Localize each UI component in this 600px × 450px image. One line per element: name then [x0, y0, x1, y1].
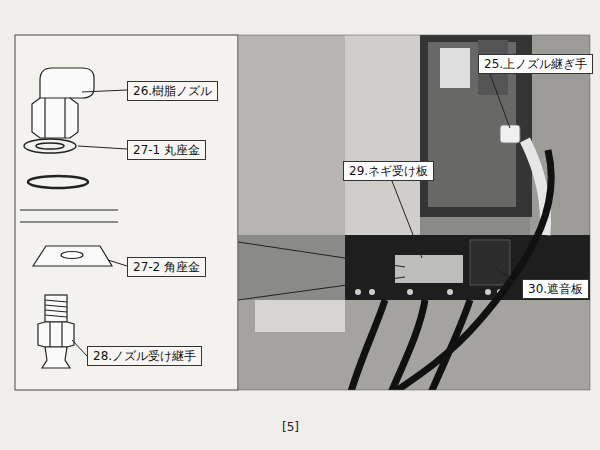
square-washer [33, 246, 112, 266]
leader-lines [72, 74, 522, 356]
photo-frame [238, 35, 590, 390]
frame-bar [345, 235, 590, 300]
callout-box: 27-2 角座金 [127, 257, 206, 277]
callout-box: 28.ノズル受け継手 [87, 346, 202, 366]
hose [390, 300, 425, 390]
callout-box: 29.ネギ受け板 [343, 161, 434, 181]
hose [430, 300, 470, 390]
part-label: 27-1 丸座金 [133, 143, 200, 157]
callout-box: 27-1 丸座金 [127, 140, 206, 160]
callout-box: 25.上ノズル継ぎ手 [478, 54, 593, 74]
hose [350, 300, 385, 390]
panel-sheet [20, 209, 118, 210]
panel-sheet [20, 221, 118, 222]
resin-nozzle [32, 68, 94, 138]
part-label: 28.ノズル受け継手 [93, 349, 196, 363]
negi-plate [395, 255, 463, 283]
machine-photo [238, 35, 590, 390]
wall-column [345, 35, 420, 235]
part-label: 27-2 角座金 [133, 260, 200, 274]
round-washer [24, 139, 76, 153]
part-label: 30.遮音板 [528, 282, 583, 296]
callout-box: 26.樹脂ノズル [127, 81, 218, 101]
panel-sticker [440, 48, 470, 88]
mount-hole [28, 176, 88, 188]
bracket [255, 300, 345, 332]
hose [390, 150, 551, 390]
page-number: [5] [282, 420, 299, 434]
part-label: 29.ネギ受け板 [349, 164, 428, 178]
callout-box: 30.遮音板 [522, 279, 589, 299]
nozzle-fitting [38, 295, 74, 368]
sound-plate [470, 240, 510, 285]
part-label: 25.上ノズル継ぎ手 [484, 57, 587, 71]
part-label: 26.樹脂ノズル [133, 84, 212, 98]
parts-panel [15, 35, 238, 390]
wall [238, 35, 348, 235]
